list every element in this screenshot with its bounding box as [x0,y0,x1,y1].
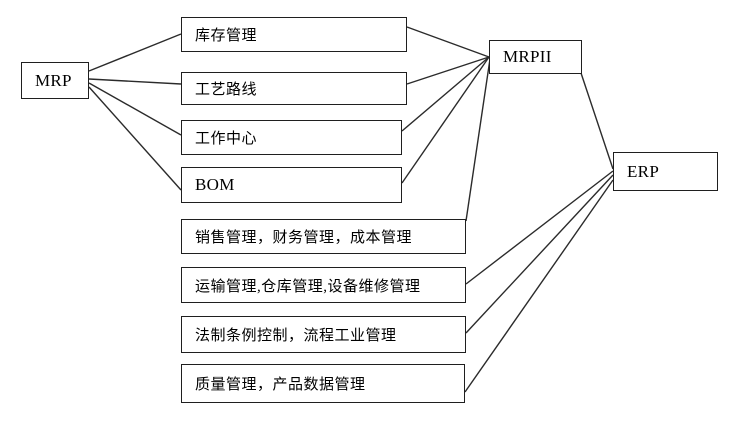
connector-bom-mrpii [401,56,490,184]
connector-mrp-bom [88,86,182,191]
connector-workcenter-mrpii [401,56,490,132]
node-routing-label: 工艺路线 [195,82,258,98]
connector-mrp-workcenter [88,82,182,136]
connector-inventory-mrpii [406,26,490,58]
node-erp: ERP [613,152,718,191]
connector-sales-mrpii [465,58,491,222]
connector-quality-erp [464,179,614,393]
node-transport-warehouse-maintenance: 运输管理,仓库管理,设备维修管理 [181,267,466,303]
node-mrpii-label: MRPII [503,47,552,66]
node-regulation-process-industry: 法制条例控制，流程工业管理 [181,316,466,353]
connector-mrp-inventory [88,33,182,72]
node-inventory-management: 库存管理 [181,17,407,52]
node-mrp: MRP [21,62,89,99]
connector-mrp-routing [88,78,182,85]
connector-mrpii-erp [580,72,614,170]
node-sales-finance-cost: 销售管理，财务管理，成本管理 [181,219,466,254]
node-work-center: 工作中心 [181,120,402,155]
node-process-routing: 工艺路线 [181,72,407,105]
node-regulation-label: 法制条例控制，流程工业管理 [195,328,397,344]
connector-transport-erp [465,170,614,285]
node-workcenter-label: 工作中心 [195,131,258,147]
node-sales-label: 销售管理，财务管理，成本管理 [195,230,413,246]
node-inventory-label: 库存管理 [195,28,258,44]
node-mrp-label: MRP [35,70,72,90]
node-quality-label: 质量管理，产品数据管理 [195,377,366,393]
node-bom: BOM [181,167,402,203]
connector-routing-mrpii [406,56,490,85]
node-quality-product-data: 质量管理，产品数据管理 [181,364,465,403]
connector-regulation-erp [465,174,614,334]
node-erp-label: ERP [627,161,660,181]
node-transport-label: 运输管理,仓库管理,设备维修管理 [195,278,421,295]
node-bom-label: BOM [195,175,235,194]
node-mrpii: MRPII [489,40,582,74]
